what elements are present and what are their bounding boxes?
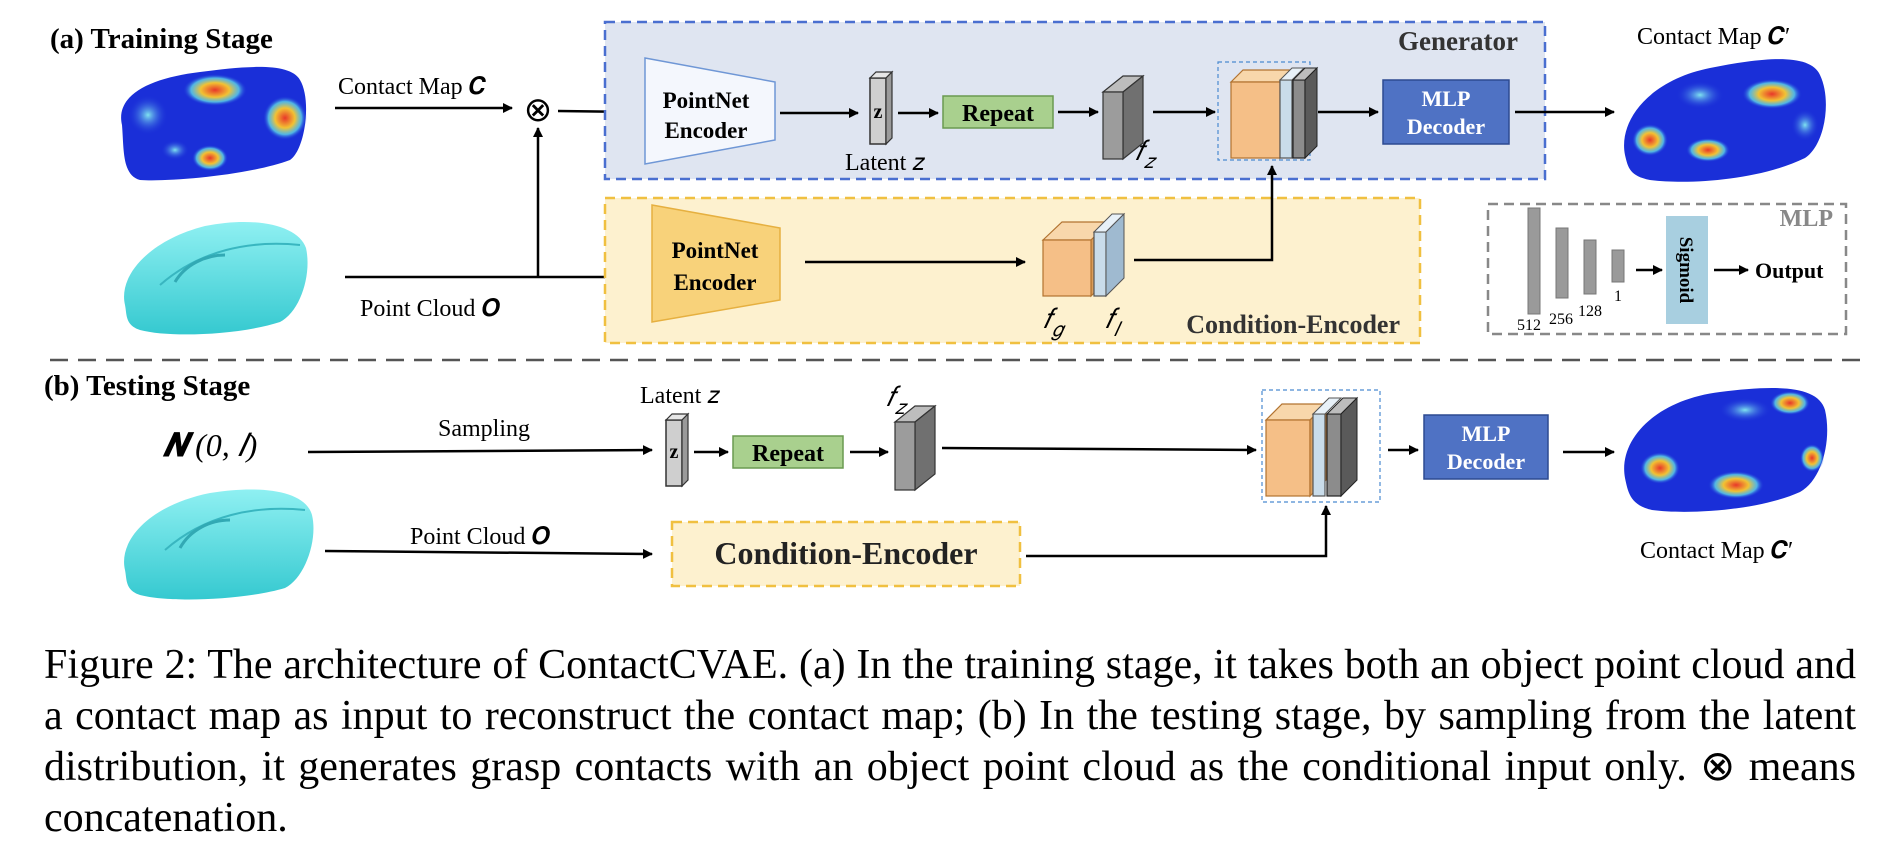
testing-point-cloud-mesh [124, 489, 314, 600]
latent-z-block [868, 70, 894, 146]
testing-latent-z-block [664, 412, 690, 488]
pointnet-encoder-generator [644, 57, 776, 165]
mlp-dim-256: 256 [1549, 311, 1573, 328]
sigmoid-block [1666, 216, 1708, 324]
mlp-decoder-label-2: Decoder [1407, 114, 1485, 139]
testing-concat-cubes [1264, 396, 1359, 498]
testing-condition-encoder-box [670, 520, 1022, 588]
normal-distribution: 𝑵(0, 𝐼) [162, 427, 257, 463]
pointnet-encoder-condition [651, 204, 781, 323]
testing-repeat-block [732, 435, 844, 469]
testing-contact-map-output-mesh [1624, 387, 1828, 512]
generator-label: Generator [1398, 26, 1518, 56]
pointnet-encoder-label-2: Encoder [664, 118, 747, 143]
repeat-block [942, 95, 1054, 129]
mlp-dim-128: 128 [1578, 303, 1602, 320]
testing-feature-concat-group [1261, 389, 1381, 503]
testing-latent-label: Latent 𝑧 [640, 383, 720, 409]
testing-latent-z-letter: z [670, 441, 679, 463]
contact-map-input-label: Contact Map 𝑪 [338, 74, 487, 100]
contact-map-output-label: Contact Map 𝑪′ [1637, 24, 1790, 50]
mlp-detail-title: MLP [1780, 206, 1833, 232]
contact-map-output-mesh [1624, 59, 1826, 182]
fg-fl-cubes [1041, 212, 1126, 298]
testing-title: (b) Testing Stage [44, 370, 250, 402]
condition-pointnet-label-2: Encoder [673, 270, 756, 295]
point-cloud-label: Point Cloud 𝑶 [360, 296, 500, 322]
fz-feature-slab [1101, 74, 1145, 161]
testing-repeat-label: Repeat [752, 441, 824, 467]
architecture-diagram: (a) Training Stage Contact Map 𝑪 ⊗ Point… [44, 20, 1862, 600]
testing-mlp-decoder-label-1: MLP [1462, 421, 1511, 446]
latent-z-letter: z [874, 101, 883, 123]
sampling-label: Sampling [438, 416, 530, 442]
figure-caption: Figure 2: The architecture of ContactCVA… [44, 642, 1856, 841]
condition-encoder-label: Condition-Encoder [1186, 310, 1400, 339]
mlp-dim-1: 1 [1614, 288, 1622, 305]
testing-mlp-decoder [1423, 414, 1549, 480]
pointnet-encoder-label-1: PointNet [663, 88, 750, 113]
mlp-layer-bars [1527, 207, 1625, 315]
training-title: (a) Training Stage [50, 23, 273, 55]
concat-symbol: ⊗ [524, 92, 553, 129]
mlp-decoder-generator [1382, 79, 1510, 145]
latent-label: Latent 𝑧 [845, 150, 925, 176]
testing-condition-encoder-label: Condition-Encoder [714, 535, 977, 571]
mlp-output-label: Output [1755, 258, 1824, 283]
repeat-label: Repeat [962, 101, 1034, 127]
sigmoid-label: Sigmoid [1675, 237, 1696, 304]
testing-fz-slab [893, 404, 937, 492]
point-cloud-input-mesh [124, 221, 308, 335]
contact-map-input-mesh [121, 66, 307, 181]
testing-point-cloud-label: Point Cloud 𝑶 [410, 524, 550, 550]
testing-mlp-decoder-label-2: Decoder [1447, 449, 1525, 474]
testing-contact-map-label: Contact Map 𝑪′ [1640, 538, 1793, 564]
condition-pointnet-label-1: PointNet [672, 238, 759, 263]
mlp-decoder-label-1: MLP [1422, 86, 1471, 111]
mlp-dim-512: 512 [1517, 317, 1541, 334]
concat-cubes-generator [1229, 66, 1319, 160]
